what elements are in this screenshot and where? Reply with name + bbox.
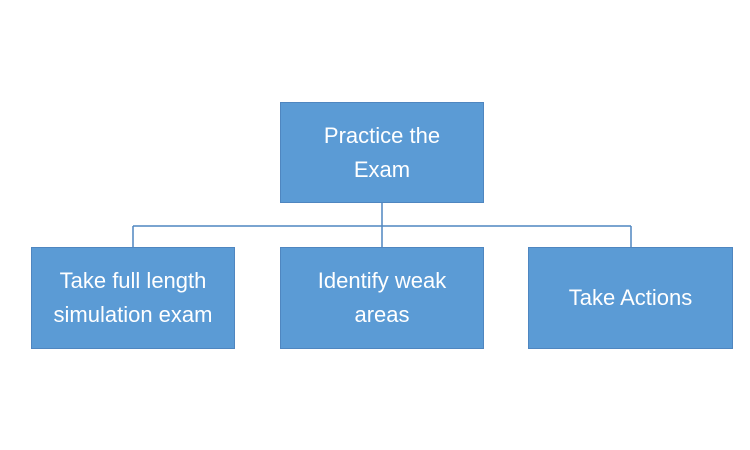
child-node-label: Take full length simulation exam <box>53 268 213 327</box>
child-node-identify-weak-areas: Identify weak areas <box>280 247 484 349</box>
child-node-take-actions: Take Actions <box>528 247 733 349</box>
root-node-practice-the-exam: Practice the Exam <box>280 102 484 203</box>
root-node-label: Practice the Exam <box>323 122 441 182</box>
child-node-label: Identify weak areas <box>317 268 447 327</box>
child-node-take-full-length-simulation-exam: Take full length simulation exam <box>31 247 235 349</box>
child-node-label: Take Actions <box>568 285 693 310</box>
